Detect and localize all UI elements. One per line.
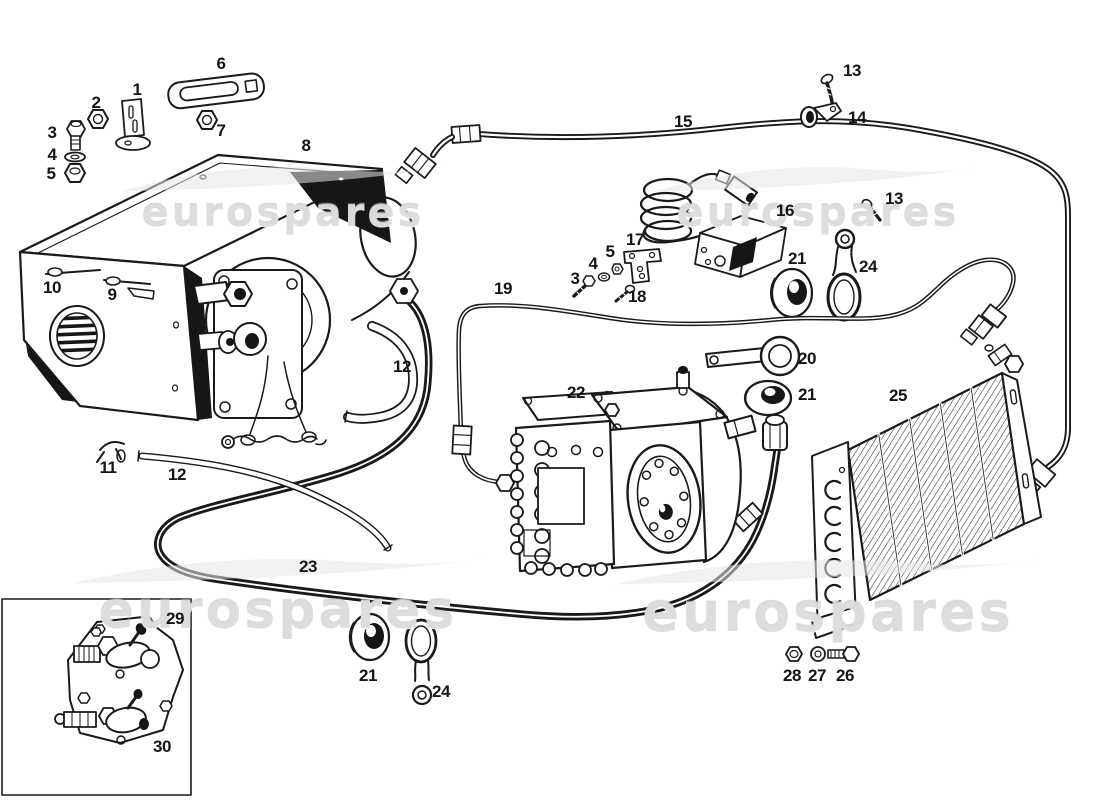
part-number-label: 5 bbox=[605, 242, 615, 261]
part-number-label: 13 bbox=[885, 189, 903, 208]
hose-19 bbox=[451, 257, 1016, 492]
nut-2 bbox=[87, 109, 109, 129]
part-number-label: 15 bbox=[674, 112, 692, 131]
part-number-label: 5 bbox=[46, 164, 56, 183]
compressor-clutch bbox=[626, 444, 702, 554]
fastener-set-top-left bbox=[64, 72, 265, 183]
part-number-label: 20 bbox=[798, 349, 816, 368]
part-number-label: 3 bbox=[47, 123, 57, 142]
screw-13-mid bbox=[861, 198, 882, 222]
part-number-label: 4 bbox=[47, 145, 57, 164]
bolt-3 bbox=[66, 120, 86, 138]
drain-hose-right bbox=[343, 321, 419, 424]
strap-24b bbox=[404, 618, 438, 706]
part-number-label: 28 bbox=[783, 666, 801, 685]
grommet-21c bbox=[348, 612, 391, 662]
hose-23 bbox=[154, 278, 782, 621]
part-number-label: 19 bbox=[494, 279, 512, 298]
valve-assembly-29 bbox=[73, 623, 160, 679]
part-number-label: 27 bbox=[808, 666, 826, 685]
part-number-label: 16 bbox=[776, 201, 794, 220]
part-number-label: 24 bbox=[859, 257, 877, 276]
inset-detail-box bbox=[1, 598, 192, 796]
part-number-label: 30 bbox=[153, 737, 171, 756]
part-number-label: 21 bbox=[788, 249, 806, 268]
part-number-label: 17 bbox=[626, 230, 644, 249]
part-number-label: 21 bbox=[359, 666, 377, 685]
hose-ferrule bbox=[450, 124, 482, 144]
part-number-label: 14 bbox=[848, 108, 866, 127]
part-number-label: 23 bbox=[299, 557, 317, 576]
part-number-label: 6 bbox=[216, 54, 226, 73]
part-number-label: 1 bbox=[132, 80, 142, 99]
plate-6 bbox=[167, 72, 265, 110]
fastener-set-26-27-28 bbox=[785, 646, 860, 662]
nut-7 bbox=[196, 110, 218, 130]
part-number-label: 3 bbox=[570, 269, 580, 288]
part-number-label: 12 bbox=[393, 357, 411, 376]
compressor bbox=[510, 366, 788, 577]
p-clip-14 bbox=[800, 102, 842, 128]
vent-grille-icon bbox=[49, 305, 105, 367]
screw-13-top bbox=[820, 73, 834, 104]
part-number-label: 11 bbox=[99, 458, 117, 477]
strap-24a bbox=[826, 228, 862, 322]
wire-clip bbox=[96, 441, 126, 463]
condenser-left-bracket bbox=[811, 441, 857, 635]
part-number-label: 18 bbox=[628, 287, 646, 306]
grommet-21b bbox=[743, 379, 793, 417]
part-number-label: 7 bbox=[216, 121, 226, 140]
part-number-label: 13 bbox=[843, 61, 861, 80]
part-number-label: 10 bbox=[43, 278, 61, 297]
part-number-label: 4 bbox=[588, 254, 598, 273]
slider-controls bbox=[45, 267, 155, 300]
thermostat-assembly bbox=[572, 169, 787, 303]
braided-wire bbox=[231, 435, 318, 443]
part-number-label: 8 bbox=[301, 136, 311, 155]
sensor-bulb bbox=[723, 175, 759, 207]
screw-18 bbox=[614, 284, 636, 303]
nut-5 bbox=[64, 163, 86, 183]
washer-4 bbox=[64, 151, 86, 163]
part-number-label: 12 bbox=[168, 465, 186, 484]
part-number-label: 2 bbox=[91, 93, 101, 112]
part-number-label: 21 bbox=[798, 385, 816, 404]
part-number-label: 9 bbox=[107, 285, 117, 304]
thermostat-window bbox=[729, 237, 757, 271]
part-number-label: 25 bbox=[889, 386, 907, 405]
bracket-1 bbox=[121, 98, 145, 138]
grommet-21a bbox=[770, 267, 814, 319]
part-number-label: 22 bbox=[567, 383, 585, 402]
drain-hose-left bbox=[137, 450, 393, 552]
part-number-label: 24 bbox=[432, 682, 450, 701]
valve-assembly-30 bbox=[54, 689, 149, 745]
condenser bbox=[811, 343, 1042, 639]
strap-20 bbox=[705, 335, 801, 377]
part-number-label: 26 bbox=[836, 666, 854, 685]
part-number-label: 29 bbox=[166, 609, 184, 628]
